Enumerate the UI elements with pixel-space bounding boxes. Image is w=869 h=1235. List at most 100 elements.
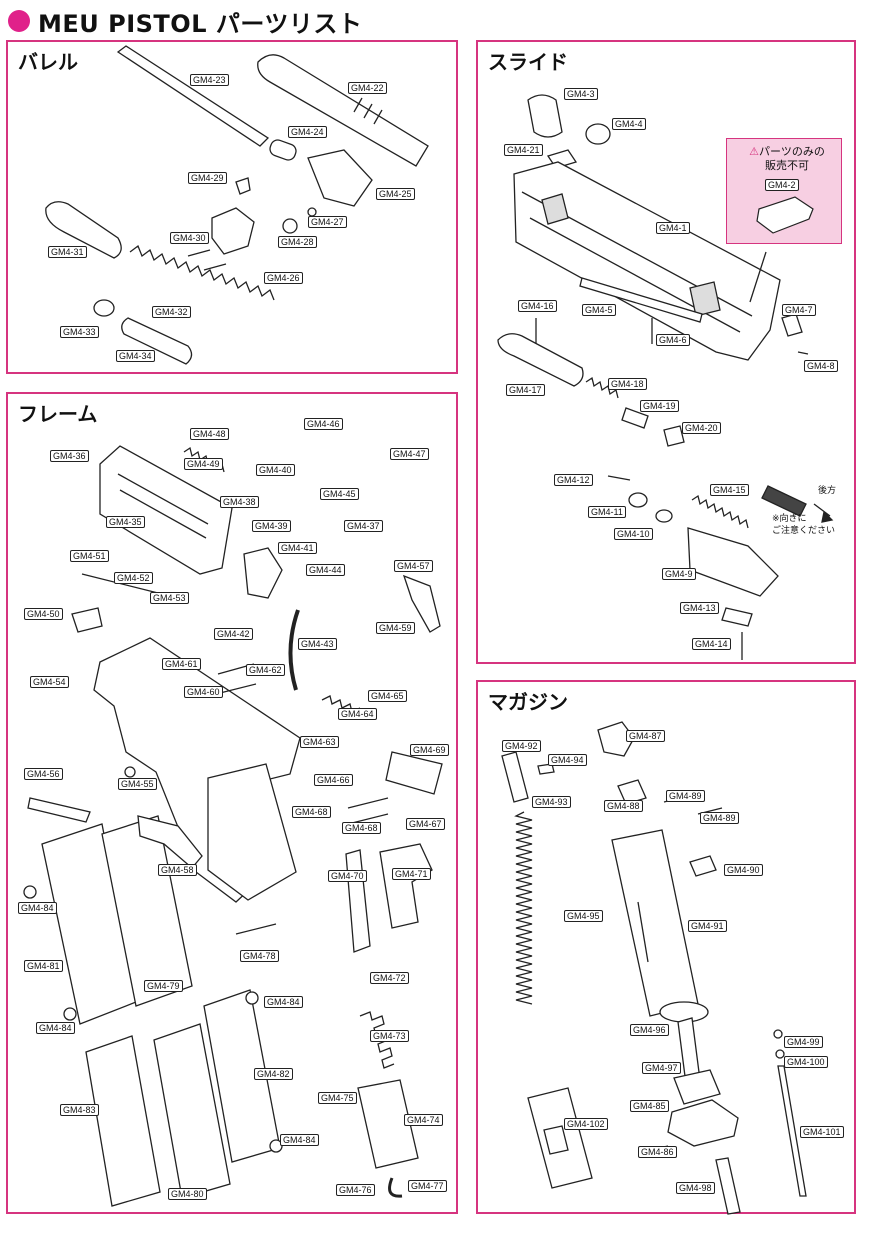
part-label-frame-42: GM4-79	[144, 980, 183, 992]
caution-line-1: ※向きに	[772, 514, 807, 524]
part-label-magazine-12: GM4-100	[784, 1056, 828, 1068]
part-label-barrel-7: GM4-28	[278, 236, 317, 248]
part-label-slide-17: GM4-9	[662, 568, 696, 580]
part-label-frame-21: GM4-61	[162, 658, 201, 670]
part-label-frame-51: GM4-80	[168, 1188, 207, 1200]
part-label-frame-4: GM4-49	[184, 458, 223, 470]
part-label-barrel-9: GM4-26	[264, 272, 303, 284]
part-label-barrel-11: GM4-33	[60, 326, 99, 338]
part-label-slide-0: GM4-3	[564, 88, 598, 100]
part-label-frame-24: GM4-60	[184, 686, 223, 698]
part-label-frame-11: GM4-41	[278, 542, 317, 554]
direction-label: 後方	[818, 486, 837, 496]
slide-parts-drawing	[497, 94, 834, 660]
part-label-magazine-2: GM4-94	[548, 754, 587, 766]
part-label-barrel-5: GM4-27	[308, 216, 347, 228]
part-label-magazine-0: GM4-87	[626, 730, 665, 742]
part-label-frame-20: GM4-43	[298, 638, 337, 650]
part-label-magazine-5: GM4-88	[604, 800, 643, 812]
part-label-frame-27: GM4-63	[300, 736, 339, 748]
part-label-slide-12: GM4-20	[682, 422, 721, 434]
part-label-frame-30: GM4-66	[314, 774, 353, 786]
part-label-frame-5: GM4-40	[256, 464, 295, 476]
part-label-frame-49: GM4-74	[404, 1114, 443, 1126]
part-label-magazine-10: GM4-96	[630, 1024, 669, 1036]
part-label-frame-35: GM4-58	[158, 864, 197, 876]
part-label-frame-47: GM4-83	[60, 1104, 99, 1116]
part-label-frame-25: GM4-65	[368, 690, 407, 702]
slide-panel: スライド	[476, 40, 856, 664]
frame-panel-title: フレーム	[18, 402, 98, 426]
part-label-slide-16: GM4-10	[614, 528, 653, 540]
magazine-parts-drawing	[501, 721, 807, 1215]
part-label-frame-44: GM4-84	[36, 1022, 75, 1034]
part-label-magazine-18: GM4-98	[676, 1182, 715, 1194]
part-label-frame-22: GM4-62	[246, 664, 285, 676]
magazine-panel: マガジン	[476, 680, 856, 1215]
part-label-frame-12: GM4-51	[70, 550, 109, 562]
frame-parts-drawing	[23, 445, 443, 1207]
part-label-slide-6: GM4-7	[782, 304, 816, 316]
part-label-magazine-4: GM4-93	[532, 796, 571, 808]
part-label-slide-19: GM4-14	[692, 638, 731, 650]
part-label-barrel-2: GM4-24	[288, 126, 327, 138]
part-label-frame-32: GM4-68	[292, 806, 331, 818]
part-label-frame-43: GM4-84	[264, 996, 303, 1008]
part-label-frame-7: GM4-38	[220, 496, 259, 508]
part-label-magazine-17: GM4-86	[638, 1146, 677, 1158]
part-label-magazine-7: GM4-90	[724, 864, 763, 876]
part-label-magazine-1: GM4-92	[502, 740, 541, 752]
part-label-frame-46: GM4-82	[254, 1068, 293, 1080]
barrel-panel-title: バレル	[18, 50, 78, 74]
part-label-barrel-1: GM4-22	[348, 82, 387, 94]
part-label-frame-18: GM4-59	[376, 622, 415, 634]
part-label-slide-7: GM4-6	[656, 334, 690, 346]
notice-line-1: パーツのみの	[759, 145, 825, 158]
part-label-magazine-13: GM4-97	[642, 1062, 681, 1074]
part-label-frame-31: GM4-55	[118, 778, 157, 790]
part-label-frame-37: GM4-71	[392, 868, 431, 880]
magazine-panel-title: マガジン	[488, 690, 568, 714]
part-label-frame-36: GM4-70	[328, 870, 367, 882]
part-label-frame-41: GM4-72	[370, 972, 409, 984]
part-label-magazine-8: GM4-95	[564, 910, 603, 922]
part-label-frame-14: GM4-44	[306, 564, 345, 576]
part-label-slide-2: GM4-21	[504, 144, 543, 156]
part-label-frame-13: GM4-57	[394, 560, 433, 572]
part-label-frame-48: GM4-75	[318, 1092, 357, 1104]
part-label-slide-5: GM4-5	[582, 304, 616, 316]
part-label-magazine-3: GM4-89	[666, 790, 705, 802]
part-label-frame-45: GM4-73	[370, 1030, 409, 1042]
part-label-frame-17: GM4-50	[24, 608, 63, 620]
part-label-barrel-6: GM4-30	[170, 232, 209, 244]
page-header: MEU PISTOL パーツリスト	[8, 4, 362, 38]
part-label-frame-50: GM4-84	[280, 1134, 319, 1146]
part-label-barrel-0: GM4-23	[190, 74, 229, 86]
part-label-slide-14: GM4-15	[710, 484, 749, 496]
part-label-frame-39: GM4-78	[240, 950, 279, 962]
part-label-frame-38: GM4-84	[18, 902, 57, 914]
part-label-slide-8: GM4-8	[804, 360, 838, 372]
part-label-frame-0: GM4-46	[304, 418, 343, 430]
part-label-frame-6: GM4-45	[320, 488, 359, 500]
part-label-frame-10: GM4-37	[344, 520, 383, 532]
part-label-frame-15: GM4-52	[114, 572, 153, 584]
part-label-frame-1: GM4-48	[190, 428, 229, 440]
part-label-frame-52: GM4-76	[336, 1184, 375, 1196]
part-label-magazine-15: GM4-102	[564, 1118, 608, 1130]
part-label-slide-3: GM4-1	[656, 222, 690, 234]
part-label-frame-33: GM4-67	[406, 818, 445, 830]
part-label-magazine-11: GM4-99	[784, 1036, 823, 1048]
bullet-icon	[8, 10, 30, 32]
part-label-frame-8: GM4-35	[106, 516, 145, 528]
part-label-frame-34: GM4-68	[342, 822, 381, 834]
part-label-magazine-16: GM4-101	[800, 1126, 844, 1138]
part-label-magazine-9: GM4-91	[688, 920, 727, 932]
not-for-sale-notice: ⚠パーツのみの 販売不可 GM4-2	[726, 138, 842, 244]
part-label-frame-53: GM4-77	[408, 1180, 447, 1192]
page-title: MEU PISTOL パーツリスト	[38, 9, 363, 38]
part-label-slide-10: GM4-17	[506, 384, 545, 396]
part-label-frame-28: GM4-69	[410, 744, 449, 756]
part-label-frame-16: GM4-53	[150, 592, 189, 604]
